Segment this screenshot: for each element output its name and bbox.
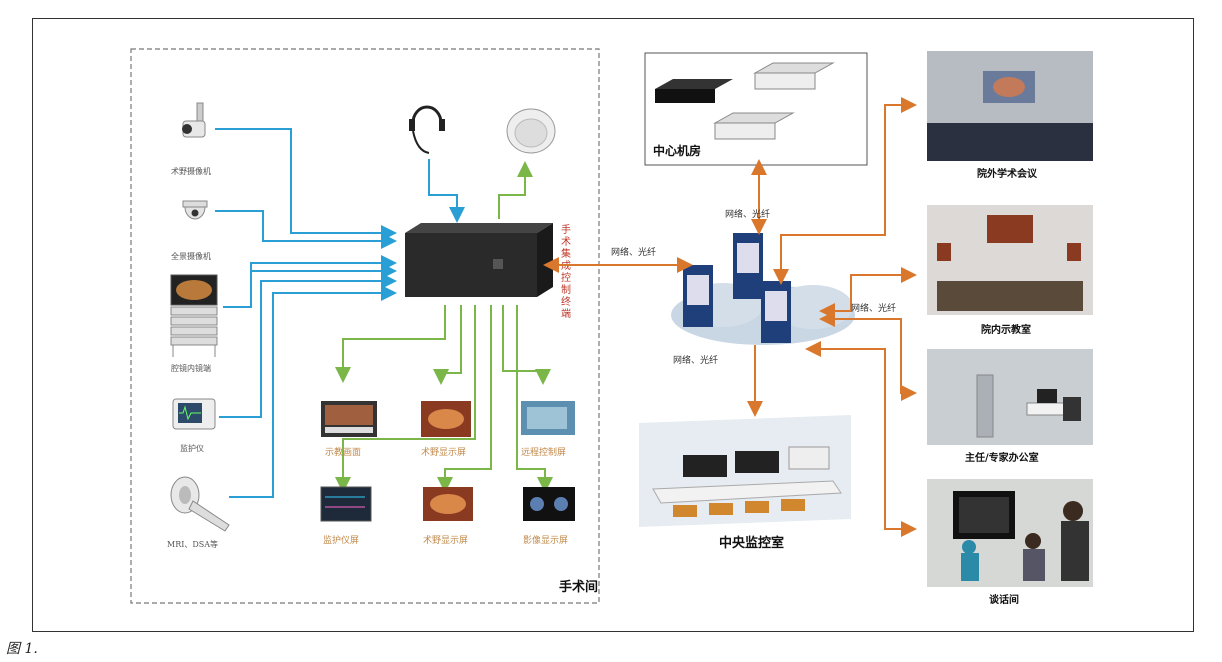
patient-monitor-icon: [172, 398, 216, 430]
figure-caption: 图 1.: [6, 641, 38, 657]
input-arrows: [215, 128, 397, 498]
input-label-2: 腔镜内镜端: [171, 363, 211, 373]
destination-label-0: 院外学术会议: [977, 167, 1038, 180]
mri-scanner-icon: [170, 476, 230, 532]
ceiling-speaker-icon: [506, 108, 556, 154]
input-label-1: 全景摄像机: [171, 251, 211, 261]
headset-microphone-icon: [409, 105, 445, 154]
input-label-4: MRI、DSA等: [167, 539, 218, 549]
output-label-3: 监护仪屏: [323, 534, 359, 546]
office-icon: [927, 349, 1093, 445]
destination-label-1: 院内示教室: [981, 323, 1031, 336]
operating-room-boundary: [130, 48, 600, 604]
output-label-0: 示教画面: [325, 446, 361, 458]
remote-control-screen-icon: [521, 401, 575, 435]
data-center-panel: 中心机房: [644, 52, 868, 166]
network-label-1: 网络、光纤: [725, 208, 770, 220]
imaging-screen-icon: [523, 487, 575, 521]
dome-camera-icon: [182, 200, 208, 220]
lecture-screen-icon: [321, 401, 377, 437]
surgical-camera-icon: [182, 102, 206, 138]
classroom-icon: [927, 205, 1093, 315]
consultation-room-icon: [927, 479, 1093, 587]
figure-frame: 手术间 术野摄像机 全景摄像机 腔镜内镜端 监护仪 MRI、DSA等: [32, 18, 1194, 632]
speaker-arrow: [498, 161, 533, 219]
network-label-0: 网络、光纤: [611, 246, 656, 258]
network-arrows: [543, 97, 917, 537]
surgical-field-screen-icon: [423, 487, 473, 521]
operating-room-title: 手术间: [559, 579, 598, 595]
output-label-4: 术野显示屏: [423, 534, 468, 546]
network-label-2: 网络、光纤: [851, 302, 896, 314]
headset-arrow: [428, 159, 465, 223]
server-cloud-icon: [671, 233, 855, 345]
output-arrows: [335, 305, 553, 493]
control-room-label: 中央监控室: [719, 535, 784, 551]
output-label-2: 远程控制屏: [521, 446, 566, 458]
auditorium-icon: [927, 51, 1093, 161]
input-label-0: 术野摄像机: [171, 166, 211, 176]
output-label-5: 影像显示屏: [523, 534, 568, 546]
network-label-3: 网络、光纤: [673, 354, 718, 366]
control-room-icon: [639, 415, 851, 527]
output-label-1: 术野显示屏: [421, 446, 466, 458]
destination-label-2: 主任/专家办公室: [965, 451, 1039, 464]
system-diagram: 手术间 术野摄像机 全景摄像机 腔镜内镜端 监护仪 MRI、DSA等: [130, 48, 1093, 606]
input-label-3: 监护仪: [180, 443, 204, 453]
controller-label: 手术集成控制终端: [561, 223, 571, 320]
endoscope-tower-icon: [170, 274, 218, 357]
surgical-field-screen-icon: [421, 401, 471, 437]
monitor-screen-icon: [320, 486, 372, 522]
control-terminal-icon: [405, 223, 553, 297]
destination-label-3: 谈话间: [989, 593, 1019, 606]
data-center-label: 中心机房: [653, 143, 701, 158]
